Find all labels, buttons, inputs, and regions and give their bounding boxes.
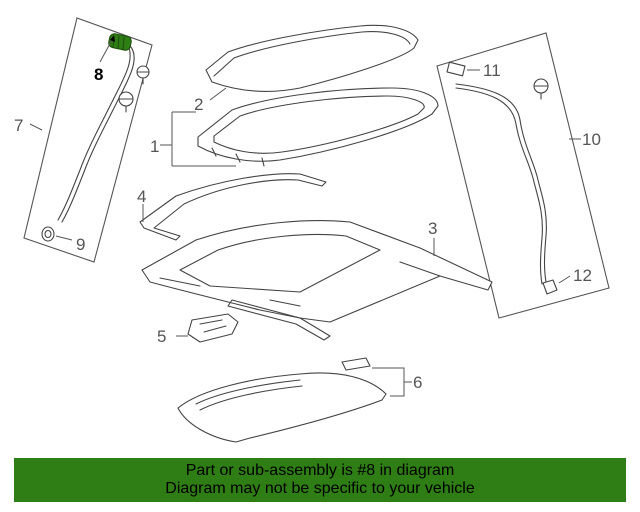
wind-deflector-part-4 <box>139 173 327 241</box>
clip-part <box>136 65 150 85</box>
drain-hose-front-panel <box>23 17 153 263</box>
connector-part-11 <box>446 61 466 77</box>
callout-5: 5 <box>157 327 166 346</box>
bracket-part-5 <box>176 313 239 343</box>
roof-frame-part-3 <box>141 220 493 341</box>
clip-part <box>118 91 134 113</box>
callout-11: 11 <box>483 61 501 80</box>
callout-2: 2 <box>194 95 203 114</box>
glass-panel-part-2 <box>205 24 419 101</box>
callout-1: 1 <box>150 137 159 156</box>
callout-7: 7 <box>14 116 23 135</box>
connector-part-12 <box>542 279 558 295</box>
grommet-part-9 <box>41 226 55 242</box>
banner-line-part: Part or sub-assembly is #8 in diagram <box>185 462 455 479</box>
callout-4: 4 <box>137 187 146 206</box>
callout-12: 12 <box>573 266 592 285</box>
banner-line-disclaimer: Diagram may not be specific to your vehi… <box>165 480 475 497</box>
parts-diagram: 1 2 3 4 5 6 7 8 9 10 11 12 <box>14 17 610 443</box>
part-info-banner: Part or sub-assembly is #8 in diagram Di… <box>14 458 626 502</box>
callout-10: 10 <box>582 130 601 149</box>
callout-9: 9 <box>76 235 85 254</box>
sunroof-frame-part-1 <box>160 87 439 167</box>
callout-6: 6 <box>413 373 422 392</box>
callout-3: 3 <box>428 219 437 238</box>
drain-hose-rear-panel <box>436 32 610 319</box>
sunshade-part-6 <box>177 357 412 443</box>
callout-8[interactable]: 8 <box>94 65 103 84</box>
clip-part <box>533 78 549 100</box>
